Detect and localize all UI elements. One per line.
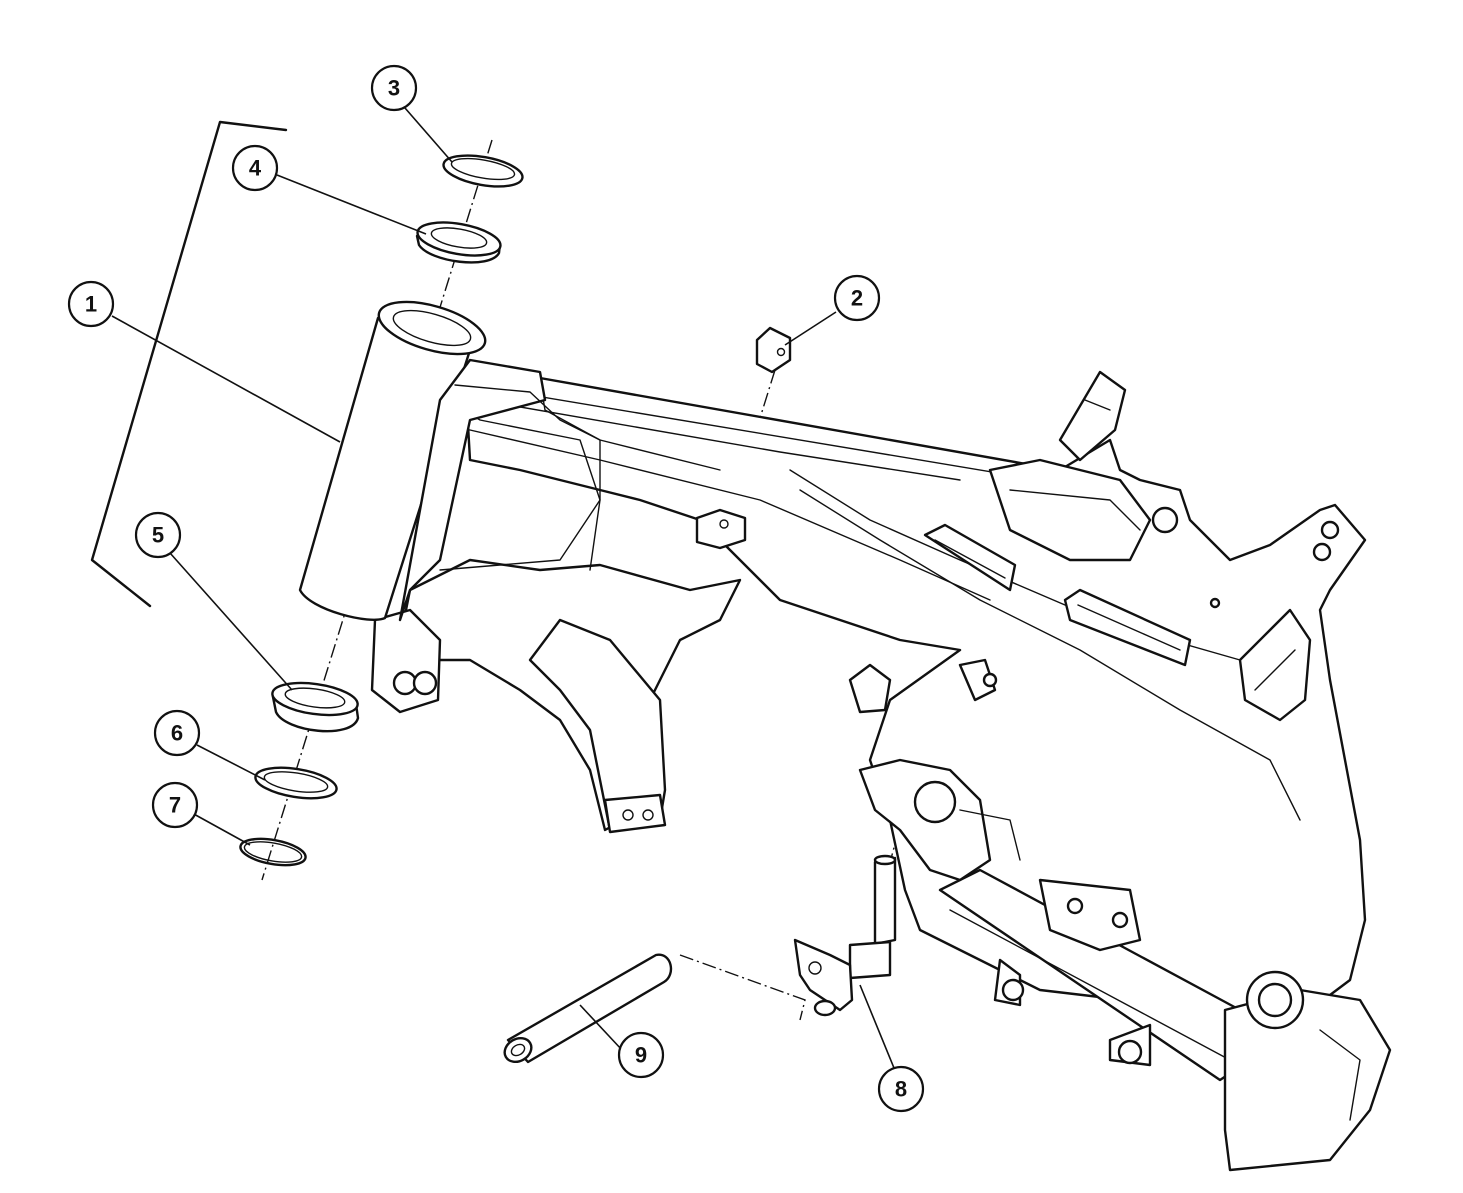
leader-line-7	[191, 812, 251, 846]
svg-text:4: 4	[249, 156, 262, 181]
callout-2: 2	[833, 274, 881, 322]
callout-8: 8	[877, 1065, 925, 1113]
pivot-tube	[503, 953, 673, 1064]
steering-head-tube	[298, 300, 601, 622]
grouping-bracket	[90, 120, 288, 608]
svg-text:8: 8	[895, 1077, 907, 1102]
svg-text:1: 1	[85, 292, 97, 317]
leader-line-9	[579, 1004, 623, 1051]
upper-dust-seal	[442, 154, 524, 188]
upper-bearing	[415, 221, 502, 264]
callout-6: 6	[153, 709, 201, 757]
svg-text:2: 2	[851, 286, 863, 311]
lower-dust-seal	[254, 766, 338, 800]
leader-line-5	[169, 552, 293, 691]
leader-line-4	[276, 174, 427, 235]
side-stand-switch	[793, 854, 897, 1017]
callout-9: 9	[617, 1031, 665, 1079]
leader-line-8	[859, 984, 895, 1069]
callout-1: 1	[67, 280, 115, 328]
svg-text:9: 9	[635, 1043, 647, 1068]
callout-3: 3	[370, 64, 418, 112]
callout-4: 4	[231, 144, 279, 192]
leader-line-2	[784, 311, 837, 346]
leader-line-6	[196, 744, 266, 781]
circlip	[239, 837, 307, 867]
svg-text:3: 3	[388, 76, 400, 101]
callout-5: 5	[134, 511, 182, 559]
leader-line-3	[404, 107, 453, 163]
lower-bearing	[271, 681, 360, 733]
svg-text:7: 7	[169, 793, 181, 818]
clip-bracket	[695, 326, 792, 550]
pin-axis-line	[679, 954, 806, 1021]
main-frame	[370, 370, 1392, 1172]
callout-7: 7	[151, 781, 199, 829]
svg-text:6: 6	[171, 721, 183, 746]
leader-line-1	[111, 315, 341, 443]
svg-text:5: 5	[152, 523, 164, 548]
